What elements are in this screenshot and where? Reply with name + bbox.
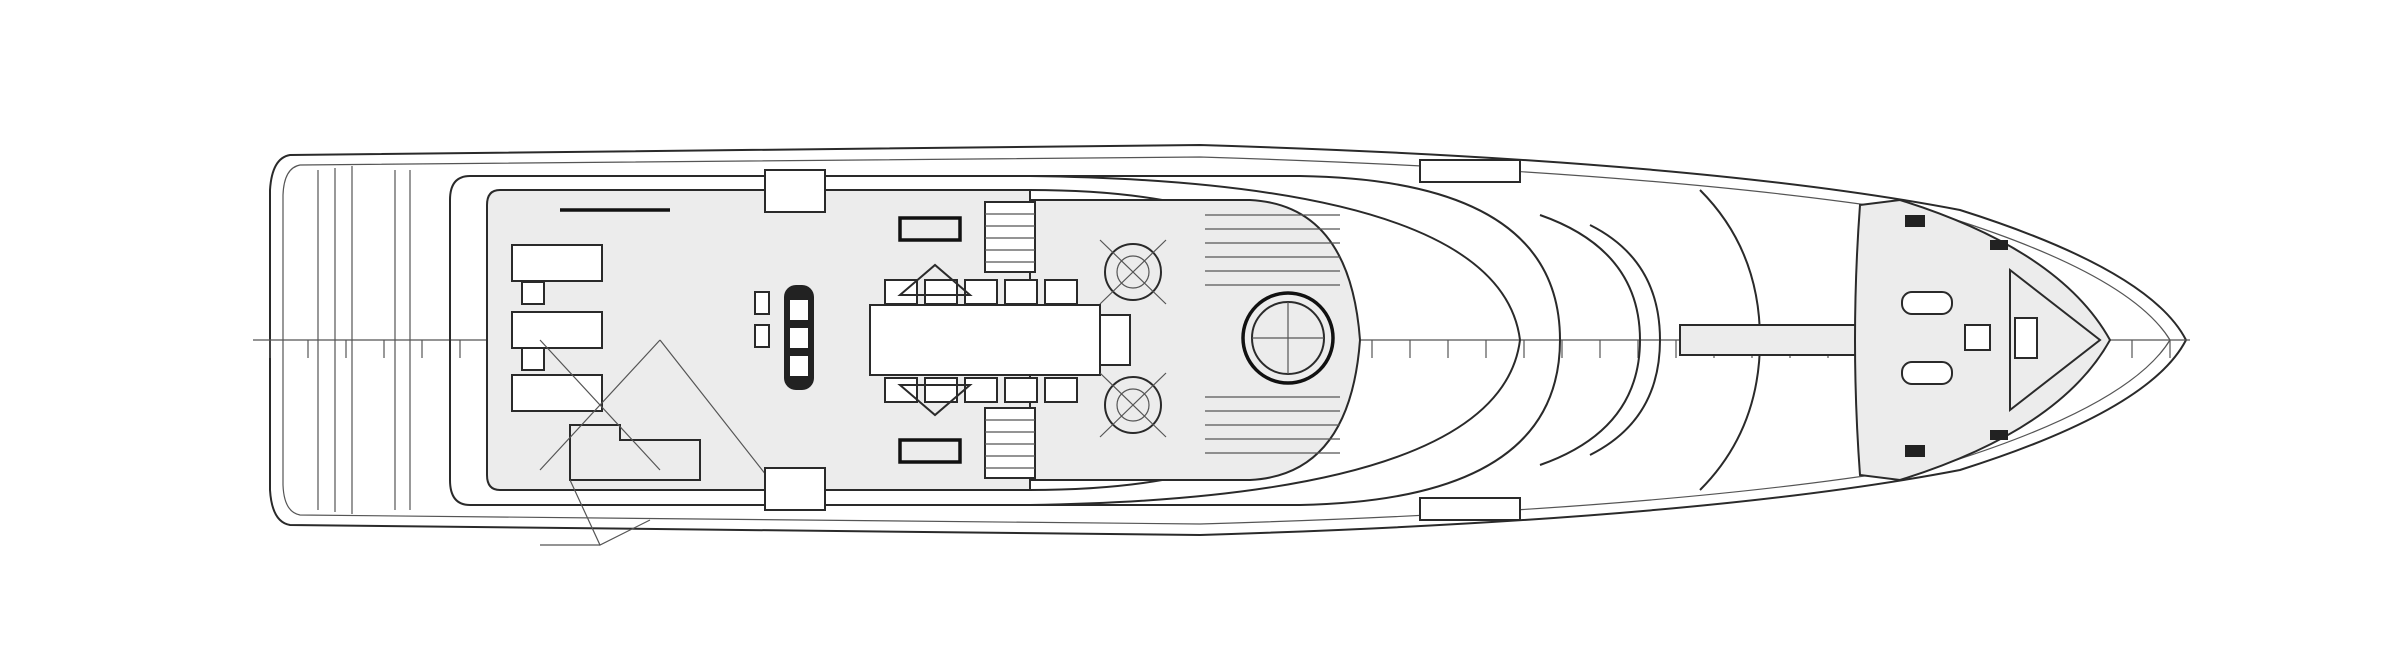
- dining-chair: [1044, 377, 1078, 403]
- sun-loungers: [511, 208, 771, 546]
- dining-chair: [924, 279, 958, 305]
- dining-chair: [1004, 377, 1038, 403]
- dining-chair: [924, 377, 958, 403]
- bow-deck: [1854, 198, 2112, 482]
- jacuzzi: [1205, 214, 1340, 454]
- foredeck: [1419, 159, 1861, 521]
- dining-chair: [884, 377, 918, 403]
- bar-counter: [754, 285, 814, 390]
- round-lounges: [1099, 239, 1167, 438]
- dining-chair: [964, 279, 998, 305]
- dining-chair: [1004, 279, 1038, 305]
- dining-chair: [1044, 279, 1078, 305]
- side-stairs: [764, 169, 1036, 511]
- dining-chair: [964, 377, 998, 403]
- dining-table: [869, 263, 1131, 417]
